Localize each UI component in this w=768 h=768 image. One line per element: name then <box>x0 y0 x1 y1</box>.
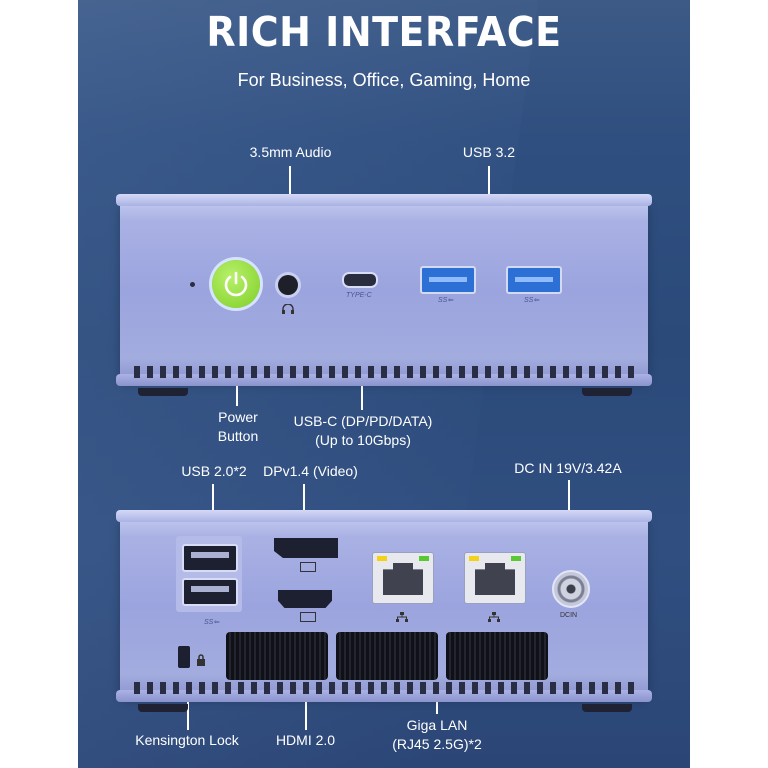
usb3-port-1[interactable] <box>420 266 476 294</box>
label-power-line2: Button <box>217 428 259 444</box>
kensington-slot[interactable] <box>178 646 190 668</box>
usb3-mark-1: SS⇐ <box>438 297 454 304</box>
hdmi-port[interactable] <box>278 590 332 608</box>
subtitle: For Business, Office, Gaming, Home <box>237 70 531 90</box>
label-kensington: Kensington Lock <box>135 732 239 748</box>
lan-port-2[interactable] <box>464 552 526 604</box>
label-hdmi: HDMI 2.0 <box>275 732 336 748</box>
hdmi-leader <box>305 686 307 730</box>
usb20-leader <box>212 484 214 528</box>
front-vents <box>134 366 634 378</box>
label-lan-line1: Giga LAN <box>406 717 468 733</box>
label-usbc-line2: (Up to 10Gbps) <box>315 432 411 448</box>
lan-port-1[interactable] <box>372 552 434 604</box>
usb2-port-1[interactable] <box>182 544 238 572</box>
usb2-port-2[interactable] <box>182 578 238 606</box>
label-lan: Giga LAN (RJ45 2.5G)*2 <box>378 716 496 754</box>
network-icon <box>488 612 500 622</box>
lock-icon <box>197 654 205 666</box>
label-usbc-line1: USB-C (DP/PD/DATA) <box>293 413 433 429</box>
dc-in-port[interactable] <box>552 570 590 608</box>
label-usb20: USB 2.0*2 <box>181 463 247 479</box>
label-usbc: USB-C (DP/PD/DATA) (Up to 10Gbps) <box>278 412 448 450</box>
dp-icon <box>300 562 316 572</box>
label-lan-line2: (RJ45 2.5G)*2 <box>392 736 482 752</box>
displayport[interactable] <box>274 538 338 558</box>
status-led <box>190 282 195 287</box>
dp-leader <box>303 484 305 528</box>
audio-jack[interactable] <box>278 275 298 295</box>
front-device: TYPE-C SS⇐ SS⇐ <box>116 194 652 386</box>
hdmi-icon <box>300 612 316 622</box>
rear-foot-right <box>582 704 632 712</box>
promo-panel: RICH INTERFACE For Business, Office, Gam… <box>78 0 690 768</box>
rear-top-lip <box>116 510 652 522</box>
fan-grille-3 <box>446 632 548 680</box>
front-foot-left <box>138 388 188 396</box>
power-icon <box>224 271 248 297</box>
fan-grille-2 <box>336 632 438 680</box>
typec-mark: TYPE-C <box>346 292 372 299</box>
label-dcin: DC IN 19V/3.42A <box>514 460 622 476</box>
rear-foot-left <box>138 704 188 712</box>
power-button[interactable] <box>212 260 260 308</box>
kensington-leader <box>187 686 189 730</box>
label-audio: 3.5mm Audio <box>249 144 332 160</box>
label-power-line1: Power <box>218 409 258 425</box>
headline: RICH INTERFACE <box>206 8 562 56</box>
usb-c-port[interactable] <box>342 272 378 288</box>
label-power: Power Button <box>198 408 278 446</box>
network-icon <box>396 612 408 622</box>
label-usb32: USB 3.2 <box>462 144 516 160</box>
usb3-port-2[interactable] <box>506 266 562 294</box>
usb3-mark-2: SS⇐ <box>524 297 540 304</box>
fan-grille-1 <box>226 632 328 680</box>
rear-vents <box>134 682 634 694</box>
headphone-icon <box>282 304 294 314</box>
label-dp: DPv1.4 (Video) <box>263 463 358 479</box>
front-foot-right <box>582 388 632 396</box>
usb2-mark: SS⇐ <box>204 619 220 626</box>
dcin-mark: DCIN <box>560 612 578 619</box>
rear-device: SS⇐ DCIN <box>116 510 652 702</box>
front-top-lip <box>116 194 652 206</box>
